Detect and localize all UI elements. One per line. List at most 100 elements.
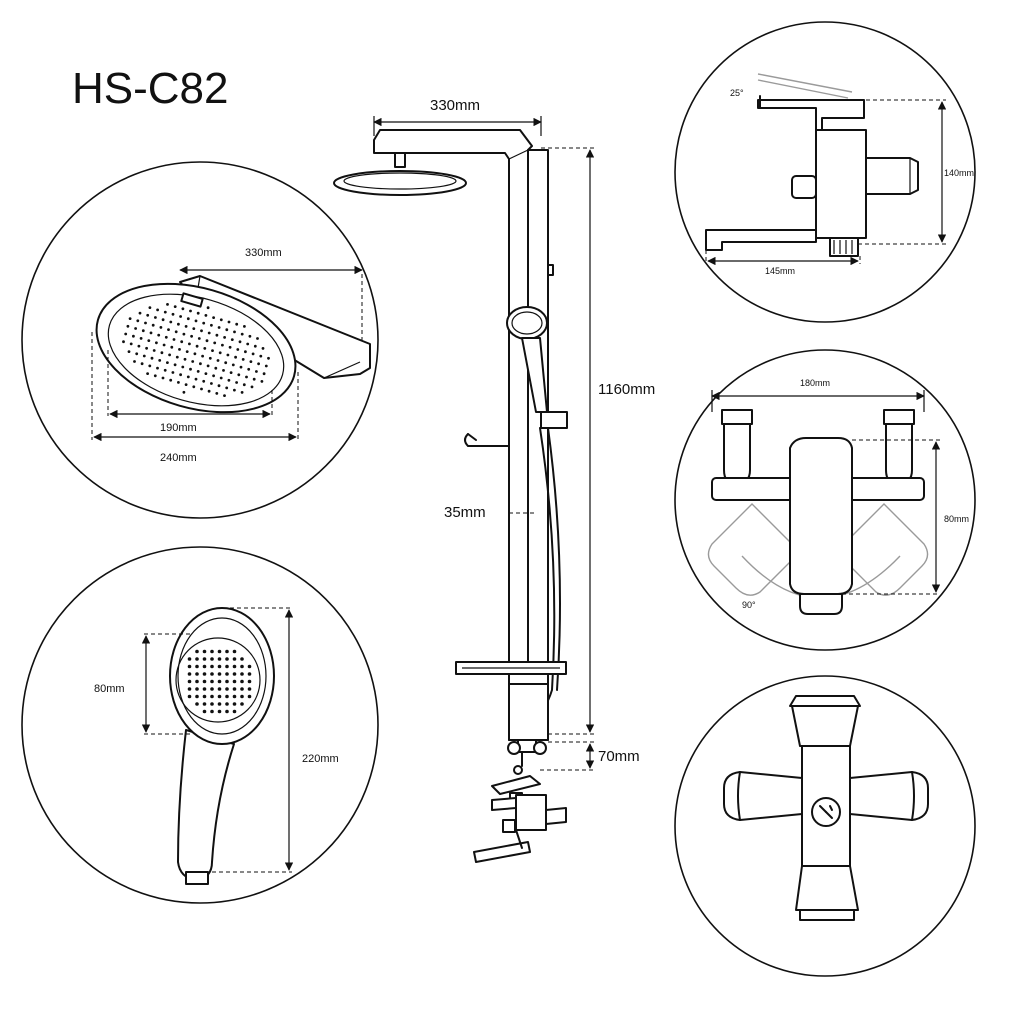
nozzle-dot [195, 672, 199, 676]
nozzle-dot [178, 348, 181, 351]
nozzle-dot [151, 323, 155, 327]
nozzle-dot [147, 339, 151, 342]
nozzle-dot [179, 373, 183, 377]
nozzle-dot [234, 355, 238, 359]
nozzle-dot [235, 381, 239, 384]
nozzle-dot [250, 385, 254, 389]
nozzle-dot [164, 335, 168, 339]
nozzle-dot [210, 694, 214, 699]
nozzle-dot [232, 672, 237, 676]
nozzle-dot [149, 331, 153, 335]
nozzle-dot [173, 363, 177, 367]
nozzle-dot [158, 359, 162, 362]
nozzle-dot [195, 679, 199, 684]
nozzle-dot [215, 392, 219, 395]
nozzle-dot [224, 361, 228, 365]
nozzle-dot [244, 350, 247, 354]
nozzle-dot [181, 307, 185, 311]
nozzle-dot [201, 354, 205, 358]
nozzle-dot [232, 657, 237, 661]
nozzle-dot [174, 330, 178, 334]
nozzle-dot [196, 311, 200, 315]
nozzle-dot [194, 319, 198, 323]
nozzle-dot [202, 657, 207, 661]
nozzle-dot [202, 672, 207, 676]
nozzle-dot [248, 334, 252, 338]
nozzle-dot [210, 649, 214, 654]
nozzle-dot [196, 370, 200, 373]
hand-shower-nozzles [187, 649, 252, 714]
nozzle-dot [177, 381, 180, 384]
nozzle-dot [162, 343, 166, 347]
nozzle-dot [128, 317, 132, 320]
nozzle-dot [202, 664, 207, 669]
nozzle-dot [197, 337, 201, 340]
nozzle-dot [204, 314, 208, 317]
nozzle-dot [259, 354, 263, 358]
nozzle-dot [240, 332, 244, 336]
nozzle-dot [195, 694, 199, 699]
nozzle-dot [161, 318, 165, 322]
nozzle-dot [161, 376, 165, 380]
nozzle-dot [148, 364, 152, 368]
nozzle-dot [173, 305, 177, 308]
nozzle-dot [261, 347, 265, 350]
nozzle-dot [245, 375, 248, 379]
nozzle-dot [190, 334, 194, 338]
nozzle-dot [233, 330, 236, 334]
nozzle-dot [240, 694, 244, 699]
nozzle-dot [264, 364, 268, 368]
shower-column [333, 129, 568, 863]
nozzle-dot [225, 702, 229, 706]
nozzle-dot [180, 340, 184, 344]
nozzle-dot [144, 321, 147, 325]
nozzle-dot [217, 702, 222, 706]
nozzle-dot [217, 649, 222, 654]
nozzle-dot [138, 311, 142, 315]
nozzle-dot [186, 375, 190, 379]
nozzle-dot [140, 362, 144, 366]
length-label: 220mm [302, 753, 339, 765]
nozzle-dot [217, 326, 221, 329]
mixer-offset-label: 70mm [598, 748, 640, 765]
face-diameter-label: 80mm [94, 683, 125, 695]
nozzle-dot [200, 387, 203, 391]
nozzle-dot [145, 346, 149, 350]
hand-shower-detail: 80mm 220mm [21, 546, 379, 904]
nozzle-dot [141, 329, 145, 333]
nozzle-dot [133, 360, 136, 363]
nozzle-dot [232, 679, 237, 684]
nozzle-dot [155, 341, 158, 345]
nozzle-dot [187, 679, 192, 684]
nozzle-dot [217, 709, 222, 714]
nozzle-dot [241, 358, 245, 361]
nozzle-dot [217, 672, 222, 676]
nozzle-dot [240, 679, 244, 684]
nozzle-dot [262, 372, 266, 376]
nozzle-dot [227, 378, 231, 382]
nozzle-dot [210, 679, 214, 684]
nozzle-dot [232, 694, 237, 699]
nozzle-dot [218, 351, 222, 355]
nozzle-dot [225, 672, 229, 676]
nozzle-dot [232, 709, 237, 714]
nozzle-dot [134, 327, 138, 330]
nozzle-dot [202, 702, 207, 706]
nozzle-dot [210, 382, 213, 385]
nozzle-dot [156, 308, 160, 312]
nozzle-dot [202, 709, 207, 714]
nozzle-dot [135, 352, 139, 356]
column-width-label: 330mm [430, 97, 480, 114]
nozzle-dot [225, 649, 229, 654]
nozzle-dot [232, 702, 237, 706]
nozzle-dot [187, 694, 192, 699]
tap-front-detail [674, 675, 976, 977]
nozzle-dot [225, 664, 229, 669]
nozzle-dot [225, 386, 229, 390]
nozzle-dot [182, 332, 186, 336]
nozzle-dot [204, 372, 208, 375]
tap-width-label: 180mm [800, 378, 830, 388]
nozzle-dot [187, 672, 192, 676]
nozzle-dot [189, 367, 192, 371]
nozzle-dot [191, 360, 195, 363]
